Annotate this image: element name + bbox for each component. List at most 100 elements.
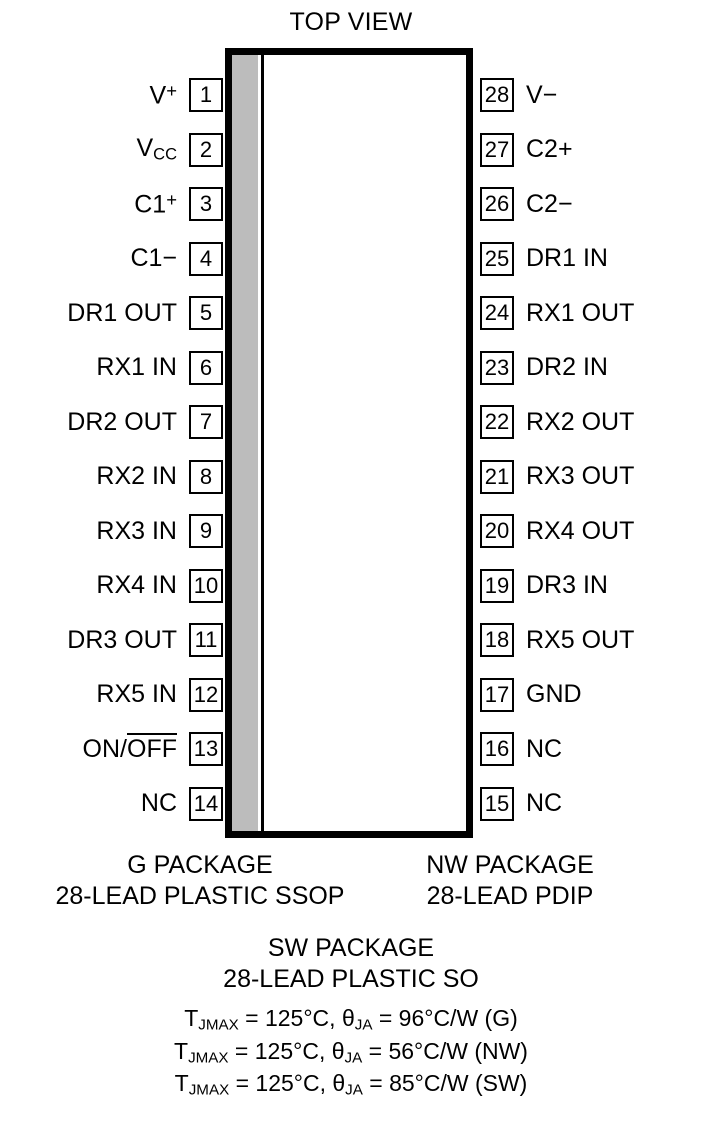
pin-number: 5 <box>189 296 223 330</box>
pin-number: 13 <box>189 732 223 766</box>
pin-number: 17 <box>480 677 514 712</box>
pin-number: 27 <box>480 132 514 167</box>
pin-label: RX2 OUT <box>526 407 635 436</box>
pin-number: 11 <box>189 623 223 657</box>
pin-number: 8 <box>189 459 223 494</box>
left-package-desc: 28-LEAD PLASTIC SSOP <box>55 881 345 910</box>
pin-label: DR2 IN <box>526 353 608 381</box>
pin-label: RX5 IN <box>96 680 177 708</box>
pin-label: RX4 IN <box>96 571 177 599</box>
pin-number: 4 <box>189 241 223 276</box>
package-inner-divider-line <box>261 55 264 831</box>
pin-label: C1− <box>130 244 177 272</box>
pin-number: 20 <box>480 514 514 548</box>
package-body-outline <box>225 48 473 838</box>
pin-row: DR1 OUT 5 <box>67 296 223 330</box>
pin-label: RX3 IN <box>96 516 177 545</box>
pin-row: RX4 IN 10 <box>96 568 223 603</box>
pin-label: GND <box>526 680 582 708</box>
pin-row: 16 NC <box>480 732 562 766</box>
pin-row: 26 C2− <box>480 187 573 221</box>
right-package-desc: 28-LEAD PDIP <box>426 881 594 910</box>
pin-number: 22 <box>480 405 514 439</box>
pin-number: 14 <box>189 786 223 821</box>
pin-label: NC <box>526 734 563 763</box>
pin-number: 6 <box>189 350 223 385</box>
pin-number: 3 <box>189 187 223 221</box>
package-shaded-strip <box>232 55 258 831</box>
pin-row: 24 RX1 OUT <box>480 296 634 330</box>
pin-number: 12 <box>189 677 223 712</box>
caption-center-package: SW PACKAGE 28-LEAD PLASTIC SO <box>0 933 702 994</box>
thermal-line: TJMAX = 125°C, θJA = 85°C/W (SW) <box>174 1070 528 1099</box>
pin-row: 15 NC <box>480 786 563 821</box>
pin-row: ON/OFF 13 <box>83 732 223 766</box>
pin-row: 20 RX4 OUT <box>480 514 634 548</box>
pin-number: 9 <box>189 514 223 548</box>
pin-label: RX1 OUT <box>526 298 635 327</box>
pin-row: C1+ 3 <box>134 187 223 221</box>
pin-label: C2− <box>526 189 573 218</box>
pin-number: 2 <box>189 132 223 167</box>
pin-row: RX3 IN 9 <box>96 514 223 548</box>
pin-label: DR2 OUT <box>67 407 177 436</box>
pin-label: RX5 OUT <box>526 625 635 654</box>
pin-number: 18 <box>480 623 514 657</box>
pin-number: 10 <box>189 568 223 603</box>
pin-label: NC <box>526 789 563 817</box>
pin-label: C2+ <box>526 135 573 163</box>
top-view-title: TOP VIEW <box>289 8 413 36</box>
pin-row: DR2 OUT 7 <box>67 405 223 439</box>
pin-number: 7 <box>189 405 223 439</box>
pin-number: 28 <box>480 78 514 112</box>
pin-label: VCC <box>136 133 177 164</box>
left-package-name: G PACKAGE <box>127 851 273 879</box>
pin-row: C1− 4 <box>130 241 223 276</box>
thermal-resistance-notes: TJMAX = 125°C, θJA = 96°C/W (G)TJMAX = 1… <box>0 1003 702 1101</box>
pin-label: DR3 IN <box>526 571 608 599</box>
pin-number: 26 <box>480 187 514 221</box>
pin-label: RX1 IN <box>96 353 177 381</box>
pin-number: 1 <box>189 78 223 112</box>
pin-number: 21 <box>480 459 514 494</box>
pin-label: DR1 IN <box>526 244 608 272</box>
pin-row: RX5 IN 12 <box>96 677 223 712</box>
pin-row: 21 RX3 OUT <box>480 459 635 494</box>
caption-left-package: G PACKAGE 28-LEAD PLASTIC SSOP <box>0 850 400 911</box>
pin-row: 17 GND <box>480 677 582 712</box>
caption-right-package: NW PACKAGE 28-LEAD PDIP <box>320 850 700 911</box>
pin-label: V+ <box>149 79 178 110</box>
pin-label: DR1 OUT <box>67 298 177 327</box>
pin-row: DR3 OUT 11 <box>67 623 223 657</box>
pin-label: NC <box>140 789 177 817</box>
pin-number: 16 <box>480 732 514 766</box>
pin-number: 19 <box>480 568 514 603</box>
pin-row: RX2 IN 8 <box>96 459 223 494</box>
pin-number: 24 <box>480 296 514 330</box>
pin-number: 15 <box>480 786 514 821</box>
pin-row: 28 V− <box>480 78 557 112</box>
center-package-name: SW PACKAGE <box>267 934 435 962</box>
pin-label: DR3 OUT <box>67 625 177 654</box>
right-package-name: NW PACKAGE <box>426 851 594 879</box>
pin-label: ON/OFF <box>82 732 177 763</box>
pin-label: V− <box>526 80 558 109</box>
pin-row: 25 DR1 IN <box>480 241 608 276</box>
thermal-line: TJMAX = 125°C, θJA = 56°C/W (NW) <box>174 1037 528 1066</box>
pin-number: 25 <box>480 241 514 276</box>
pin-row: 18 RX5 OUT <box>480 623 634 657</box>
pin-row: 22 RX2 OUT <box>480 405 634 439</box>
pin-label: RX3 OUT <box>526 462 635 490</box>
pin-label: RX2 IN <box>96 462 177 490</box>
pin-row: RX1 IN 6 <box>96 350 223 385</box>
pin-row: 27 C2+ <box>480 132 573 167</box>
center-package-desc: 28-LEAD PLASTIC SO <box>223 964 479 993</box>
pin-label: RX4 OUT <box>526 516 635 545</box>
pin-row: V+ 1 <box>149 78 223 112</box>
pin-label: C1+ <box>134 188 177 219</box>
pin-row: NC 14 <box>140 786 223 821</box>
pin-row: 19 DR3 IN <box>480 568 608 603</box>
pin-row: VCC 2 <box>136 132 223 167</box>
